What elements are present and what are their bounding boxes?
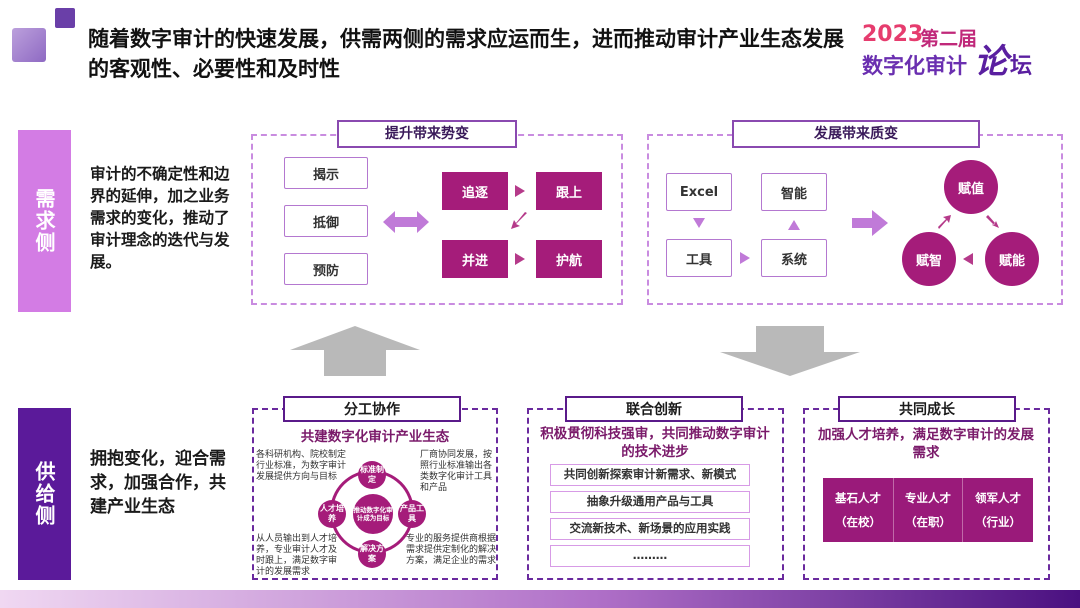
talent-professional-note: （在职） bbox=[905, 515, 951, 529]
big-down-arrow-icon bbox=[720, 326, 860, 380]
supply-collab-subtitle: 共建数字化审计产业生态 bbox=[300, 429, 450, 445]
collab-text-top-right: 厂商协同发展，按照行业标准输出各类数字化审计工具和产品 bbox=[420, 450, 493, 493]
logo-big-char: 论 bbox=[974, 42, 1008, 82]
demand-left-tag: 提升带来势变 bbox=[337, 120, 517, 148]
collab-text-bottom-left: 从人员输出到人才培养，专业审计人才及时跟上，满足数字审计的发展需求 bbox=[256, 534, 338, 577]
talent-leader-name: 领军人才 bbox=[975, 491, 1021, 505]
circle-empower-ability: 赋能 bbox=[985, 232, 1039, 286]
talent-leader: 领军人才 （行业） bbox=[963, 478, 1033, 542]
item-reveal: 揭示 bbox=[284, 157, 368, 189]
talent-foundation-name: 基石人才 bbox=[835, 491, 881, 505]
circle-assign-value: 赋值 bbox=[944, 160, 998, 214]
arrow-right-icon bbox=[740, 252, 750, 264]
item-system: 系统 bbox=[761, 239, 827, 277]
arrow-right-icon bbox=[515, 253, 525, 265]
logo-main: 数字化审计 bbox=[862, 54, 967, 78]
arrow-left-icon bbox=[963, 253, 973, 265]
arrow-down-left-icon bbox=[510, 212, 528, 234]
demand-right-tag: 发展带来质变 bbox=[732, 120, 980, 148]
supply-growth-subtitle: 加强人才培养，满足数字审计的发展需求 bbox=[818, 427, 1034, 461]
collab-node-standard: 标准制定 bbox=[358, 461, 386, 489]
item-resist: 抵御 bbox=[284, 205, 368, 237]
supply-side-label: 供给侧 bbox=[18, 408, 71, 580]
supply-description: 拥抱变化，迎合需求，加强合作，共建产业生态 bbox=[90, 449, 226, 517]
innovation-bar-4: ……… bbox=[550, 545, 750, 567]
item-keep-up: 跟上 bbox=[536, 172, 602, 210]
collab-node-talent: 人才培养 bbox=[318, 500, 346, 528]
big-right-arrow-icon bbox=[852, 210, 888, 240]
double-arrow-icon bbox=[383, 211, 429, 237]
collab-node-product: 产品工具 bbox=[398, 500, 426, 528]
item-tool: 工具 bbox=[666, 239, 732, 277]
bottom-gradient-band bbox=[0, 590, 1080, 608]
item-chase: 追逐 bbox=[442, 172, 508, 210]
collab-center-node: 推动数字化审计成为目标 bbox=[353, 494, 393, 534]
collab-node-solution: 解决方案 bbox=[358, 540, 386, 568]
item-escort: 护航 bbox=[536, 240, 602, 278]
arrow-up-right-icon bbox=[938, 214, 952, 233]
item-intelligence: 智能 bbox=[761, 173, 827, 211]
page-title: 随着数字审计的快速发展，供需两侧的需求应运而生，进而推动审计产业生态发展的客观性… bbox=[88, 27, 844, 81]
big-up-arrow-icon bbox=[290, 326, 420, 380]
talent-foundation: 基石人才 （在校） bbox=[823, 478, 893, 542]
demand-side-label: 需求侧 bbox=[18, 130, 71, 312]
innovation-bar-3: 交流新技术、新场景的应用实践 bbox=[550, 518, 750, 540]
collab-text-bottom-right: 专业的服务提供商根据需求提供定制化的解决方案，满足企业的需求 bbox=[406, 534, 497, 566]
supply-innovation-tag: 联合创新 bbox=[565, 396, 743, 422]
circle-empower-wisdom: 赋智 bbox=[902, 232, 956, 286]
supply-innovation-subtitle: 积极贯彻科技强审，共同推动数字审计的技术进步 bbox=[540, 426, 770, 460]
innovation-bar-1: 共同创新探索审计新需求、新模式 bbox=[550, 464, 750, 486]
decor-square-large bbox=[12, 28, 46, 62]
arrow-down-icon bbox=[693, 218, 705, 228]
talent-foundation-note: （在校） bbox=[835, 515, 881, 529]
logo-year: 2023 bbox=[862, 22, 924, 47]
forum-logo: 2023 第二届 数字化审计 论 坛 bbox=[862, 22, 1062, 82]
arrow-right-icon bbox=[515, 185, 525, 197]
item-advance: 并进 bbox=[442, 240, 508, 278]
item-prevent: 预防 bbox=[284, 253, 368, 285]
talent-professional: 专业人才 （在职） bbox=[893, 478, 963, 542]
talent-professional-name: 专业人才 bbox=[905, 491, 951, 505]
collab-text-top-left: 各科研机构、院校制定行业标准，为数字审计发展提供方向与目标 bbox=[256, 450, 347, 482]
innovation-bar-2: 抽象升级通用产品与工具 bbox=[550, 491, 750, 513]
item-excel: Excel bbox=[666, 173, 732, 211]
arrow-down-right-icon bbox=[986, 214, 1000, 233]
decor-square-small bbox=[55, 8, 75, 28]
logo-small-char: 坛 bbox=[1010, 54, 1033, 79]
demand-description: 审计的不确定性和边界的延伸，加之业务需求的变化，推动了审计理念的迭代与发展。 bbox=[90, 165, 230, 271]
arrow-up-icon bbox=[788, 220, 800, 230]
supply-collab-tag: 分工协作 bbox=[283, 396, 461, 422]
supply-growth-tag: 共同成长 bbox=[838, 396, 1016, 422]
talent-leader-note: （行业） bbox=[975, 515, 1021, 529]
logo-edition: 第二届 bbox=[920, 28, 978, 50]
